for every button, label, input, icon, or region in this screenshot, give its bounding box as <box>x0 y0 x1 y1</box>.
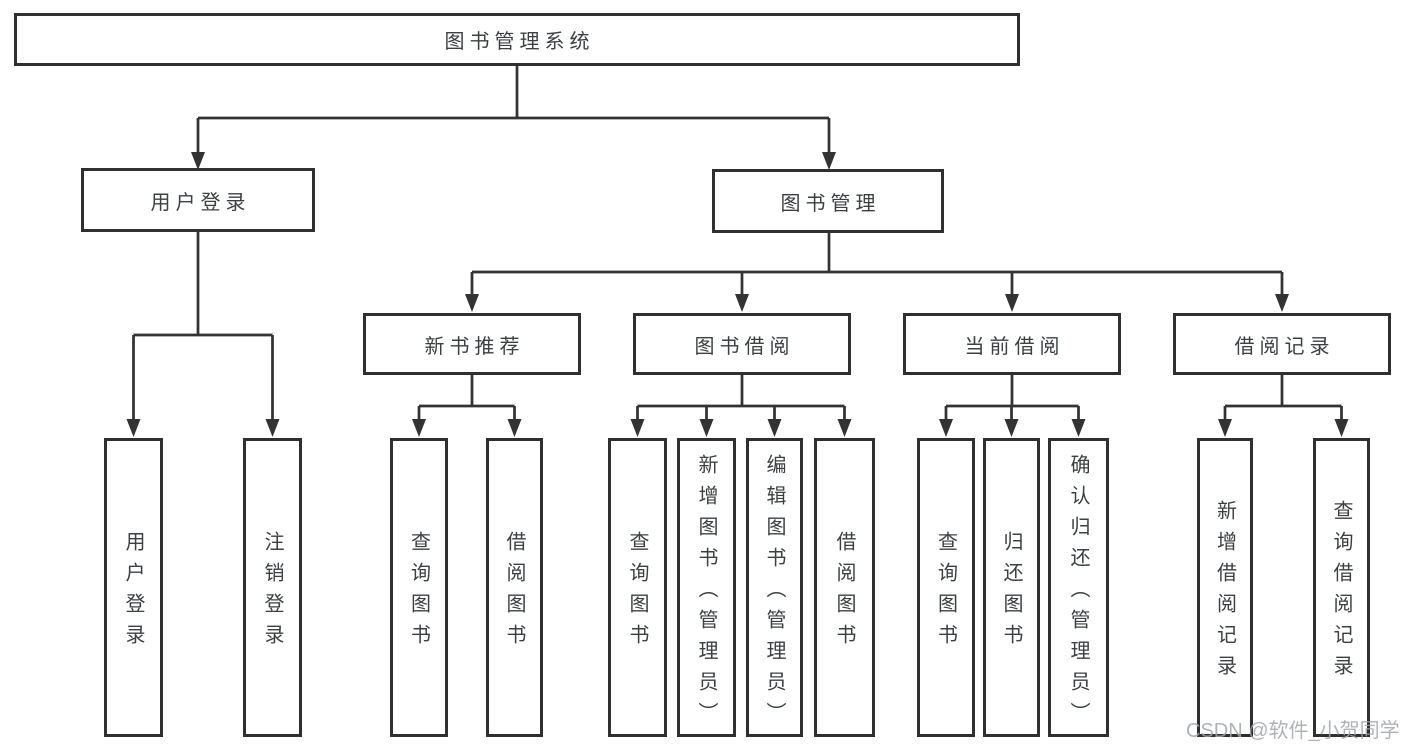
leaf-bookborrow-add-books-admin: 新增图书（管理员） <box>677 438 736 737</box>
edge-userlogin-to-leaves <box>132 232 274 421</box>
leaf-currentborrow-return-books: 归还图书 <box>983 438 1040 737</box>
node-borrowing-records: 借阅记录 <box>1173 313 1391 375</box>
leaf-bookborrow-add-books-admin-label: 新增图书（管理员） <box>695 453 717 733</box>
leaf-bookborrow-query-books: 查询图书 <box>608 438 667 737</box>
node-current-borrowing: 当前借阅 <box>903 313 1121 375</box>
leaf-user-login: 用户登录 <box>104 438 163 737</box>
leaf-currentborrow-confirm-return-admin-label: 确认归还（管理员） <box>1067 453 1089 733</box>
leaf-logout-label: 注销登录 <box>261 531 283 655</box>
leaf-newbooks-borrow-books-label: 借阅图书 <box>503 531 525 655</box>
leaf-newbooks-borrow-books: 借阅图书 <box>486 438 543 737</box>
leaf-currentborrow-return-books-label: 归还图书 <box>1000 531 1022 655</box>
edge-newbooks-to-leaves <box>417 375 516 421</box>
edge-root-to-level2 <box>196 66 831 154</box>
edge-bookborrow-to-leaves <box>636 375 846 421</box>
node-borrowing-records-label: 借阅记录 <box>1234 335 1335 358</box>
node-book-borrowing-label: 图书借阅 <box>694 335 795 358</box>
node-current-borrowing-label: 当前借阅 <box>964 335 1065 358</box>
leaf-user-login-label: 用户登录 <box>122 531 144 655</box>
leaf-currentborrow-query-books: 查询图书 <box>917 438 975 737</box>
leaf-records-add-borrow-record-label: 新增借阅记录 <box>1213 500 1236 686</box>
node-user-login: 用户登录 <box>81 168 315 232</box>
edge-bookmgmt-to-level3 <box>470 233 1284 296</box>
edge-borrowrecords-to-leaves <box>1223 375 1343 421</box>
leaf-currentborrow-confirm-return-admin: 确认归还（管理员） <box>1048 438 1109 737</box>
leaf-records-add-borrow-record: 新增借阅记录 <box>1197 438 1253 737</box>
node-book-borrowing: 图书借阅 <box>633 313 851 375</box>
leaf-currentborrow-query-books-label: 查询图书 <box>934 531 957 655</box>
node-book-management-label: 图书管理 <box>780 192 881 215</box>
node-new-book-recommend: 新书推荐 <box>363 313 581 375</box>
leaf-bookborrow-query-books-label: 查询图书 <box>626 531 648 655</box>
leaf-records-query-borrow-record: 查询借阅记录 <box>1313 438 1370 737</box>
leaf-bookborrow-edit-books-admin: 编辑图书（管理员） <box>746 438 803 737</box>
node-root-label: 图书管理系统 <box>444 31 595 53</box>
node-new-book-recommend-label: 新书推荐 <box>424 335 525 358</box>
leaf-newbooks-query-books: 查询图书 <box>390 438 448 737</box>
edge-currentborrow-to-leaves <box>944 375 1080 421</box>
leaf-bookborrow-borrow-books-label: 借阅图书 <box>833 531 855 655</box>
leaf-logout: 注销登录 <box>243 438 302 737</box>
leaf-bookborrow-edit-books-admin-label: 编辑图书（管理员） <box>763 453 785 733</box>
leaf-records-query-borrow-record-label: 查询借阅记录 <box>1330 500 1352 686</box>
node-root: 图书管理系统 <box>14 13 1020 66</box>
node-book-management: 图书管理 <box>712 169 944 233</box>
csdn-watermark: CSDN @软件_小贺同学 <box>1186 720 1400 742</box>
leaf-bookborrow-borrow-books: 借阅图书 <box>814 438 875 737</box>
node-user-login-label: 用户登录 <box>150 191 251 214</box>
leaf-newbooks-query-books-label: 查询图书 <box>407 531 430 655</box>
